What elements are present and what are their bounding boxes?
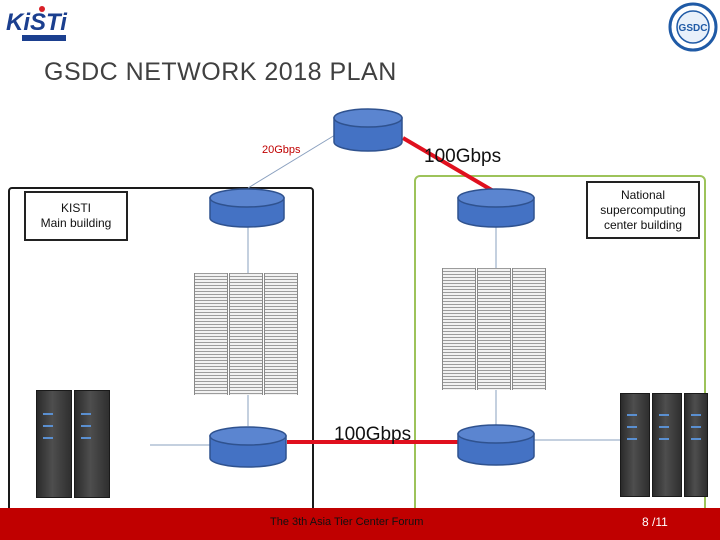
kisti-storage-unit xyxy=(194,273,228,395)
page-title: GSDC NETWORK 2018 PLAN xyxy=(44,58,397,86)
nsc-server-rack xyxy=(684,393,708,497)
nsc-storage-unit xyxy=(512,268,546,390)
core-router xyxy=(333,108,403,152)
kisti-server-rack xyxy=(36,390,72,498)
nsc-bottom-router xyxy=(457,424,535,466)
nsc-building-label: National supercomputing center building xyxy=(586,181,700,239)
inter-building-speed: 100Gbps xyxy=(334,424,412,445)
kisti-storage-unit xyxy=(264,273,298,395)
kisti-logo: KiSTi xyxy=(4,4,68,46)
kisti-building-label: KISTI Main building xyxy=(24,191,128,241)
kisti-logo-wordmark: KiSTi xyxy=(6,9,68,36)
nsc-storage-unit xyxy=(477,268,511,390)
page-number: 8 /11 xyxy=(642,515,668,529)
footer-event-name: The 3th Asia Tier Center Forum xyxy=(270,516,424,528)
uplink-speed-kisti: 20Gbps xyxy=(262,144,301,156)
gsdc-logo-text: GSDC xyxy=(679,23,708,34)
uplink-line-kisti xyxy=(247,134,336,189)
uplink-line-nsc xyxy=(401,136,497,194)
kisti-bottom-router xyxy=(209,426,287,468)
footer-bar xyxy=(0,508,720,540)
kisti-storage-unit xyxy=(229,273,263,395)
nsc-storage-unit xyxy=(442,268,476,390)
kisti-top-router xyxy=(209,188,285,228)
uplink-speed-nsc: 100Gbps xyxy=(424,146,502,167)
nsc-server-rack xyxy=(620,393,650,497)
gsdc-logo: GSDC xyxy=(668,2,718,52)
kisti-server-rack xyxy=(74,390,110,498)
nsc-server-rack xyxy=(652,393,682,497)
nsc-top-router xyxy=(457,188,535,228)
